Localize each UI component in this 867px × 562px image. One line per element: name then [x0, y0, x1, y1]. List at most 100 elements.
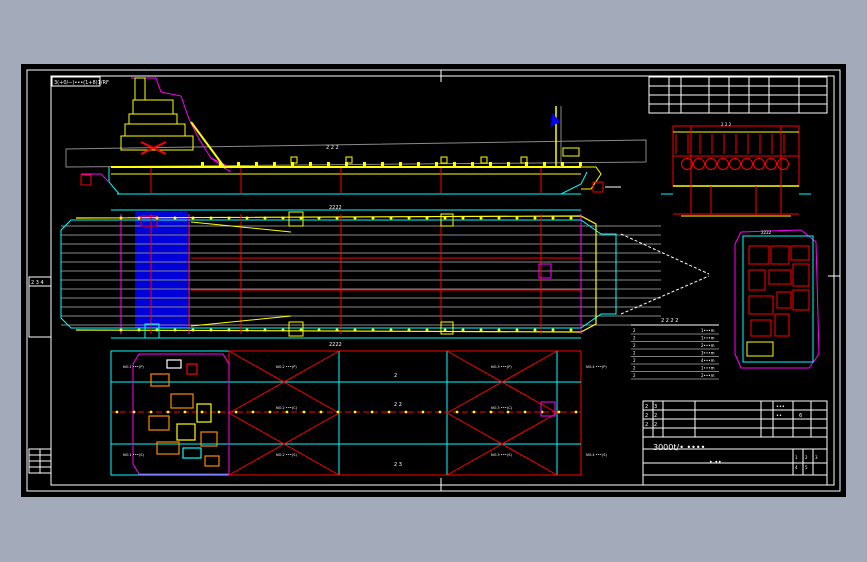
compartment-tag: NO.3 •••(P): [491, 365, 512, 369]
particulars-heading: 2 2 2 2: [661, 318, 679, 324]
compartment-tag: NO.3 •••(C): [491, 406, 513, 410]
winch-housing: [520, 156, 528, 164]
particular-value: 3•••m: [701, 351, 715, 356]
deck-fitting-dot: [173, 328, 177, 332]
hull-label-bottom: 2222: [329, 342, 342, 348]
deck-bitt: [561, 162, 564, 166]
section-tank-circle: [717, 158, 729, 170]
deck-fitting-dot: [569, 328, 573, 332]
deck-fitting-dot: [137, 216, 141, 220]
midship-section-view: 2 2 2: [661, 122, 811, 217]
general-arrangement-drawing: 2 3 4 3(+0/−)•••(1+8)1/RF: [26, 69, 841, 492]
centerline-fitting: [166, 410, 170, 414]
deck-fitting-dot: [137, 328, 141, 332]
machinery-unit: [150, 373, 170, 387]
deck-bitt: [381, 162, 384, 166]
crosssection-label: 2 2 2: [721, 122, 732, 127]
title-right-cell: 5: [805, 465, 808, 470]
deck-fitting-dot: [317, 328, 321, 332]
deck-fitting-dot: [371, 328, 375, 332]
centerline-fitting: [251, 410, 255, 414]
particular-value: 1•••m: [701, 328, 715, 333]
compartment-tag: NO.1 •••(S): [123, 453, 144, 457]
deck-fitting-dot: [461, 216, 465, 220]
particular-value: 2•••m: [701, 373, 715, 378]
machinery-unit: [196, 403, 212, 423]
deck-bitt: [363, 162, 366, 166]
cabin: [748, 245, 770, 265]
centerline-fitting: [268, 410, 272, 414]
machinery-unit: [166, 359, 182, 369]
deck-fittings: [201, 156, 582, 166]
deck-bitt: [417, 162, 420, 166]
deck-fitting-dot: [515, 328, 519, 332]
title-right-cell: 1: [795, 455, 798, 460]
winch-housing: [290, 156, 298, 164]
deck-bitt: [579, 162, 582, 166]
section-tank-circle: [765, 158, 777, 170]
winch-housing: [440, 156, 448, 164]
centerline-fitting: [370, 410, 374, 414]
centerline-fitting: [234, 410, 238, 414]
section-tank-circle: [741, 158, 753, 170]
machinery-unit: [156, 441, 180, 455]
deck-fitting-dot: [191, 216, 195, 220]
deck-fitting-dot: [227, 328, 231, 332]
accommodation-plan-view: 2222: [734, 229, 820, 369]
title-drawing-name: • ••: [709, 459, 722, 466]
cabin: [792, 263, 810, 287]
particular-label: 2: [633, 366, 636, 371]
deck-fitting-dot: [515, 216, 519, 220]
deck-fitting-dot: [281, 328, 285, 332]
deck-fitting-dot: [317, 216, 321, 220]
machinery-unit: [204, 455, 220, 467]
section-tank-circle: [729, 158, 741, 170]
deck-fitting-dot: [407, 216, 411, 220]
centerline-fitting: [455, 410, 459, 414]
drawing-sheet[interactable]: 2 3 4 3(+0/−)•••(1+8)1/RF: [21, 64, 846, 497]
deck-fitting-dot: [299, 328, 303, 332]
deck-fitting-dot: [119, 328, 123, 332]
compartment-tag: NO.1 •••(P): [123, 365, 144, 369]
cabin: [792, 289, 810, 311]
compartment-tag: NO.3 •••(S): [491, 453, 512, 457]
deck-fitting-dot: [155, 328, 159, 332]
machinery-unit: [170, 393, 194, 409]
left-margin-strip: [28, 276, 52, 474]
centerline-fitting: [557, 410, 561, 414]
machinery-unit: [182, 447, 202, 459]
centerline-fitting: [302, 410, 306, 414]
particular-label: 2: [633, 373, 636, 378]
deck-fitting-dot: [443, 216, 447, 220]
deck-bitt: [543, 162, 546, 166]
deck-fitting-dot: [389, 328, 393, 332]
section-tank-circle: [705, 158, 717, 170]
deck-fitting-dot: [335, 216, 339, 220]
particular-value: 1•••m: [701, 366, 715, 371]
deck-fitting-dot: [209, 328, 213, 332]
deck-fitting-dot: [371, 216, 375, 220]
centerline-fitting: [472, 410, 476, 414]
deck-fitting-dot: [407, 328, 411, 332]
title-right-cell: 3: [815, 455, 818, 460]
deck-bitt: [471, 162, 474, 166]
deck-bitt: [399, 162, 402, 166]
centerline-fitting: [132, 410, 136, 414]
particular-label: 2: [633, 328, 636, 333]
particular-value: 4•••m: [701, 358, 715, 363]
cabin: [774, 313, 790, 337]
deck-fitting-dot: [263, 216, 267, 220]
centerline-fitting: [217, 410, 221, 414]
compartment-tag: NO.2 •••(P): [276, 365, 297, 369]
centerline-fitting: [421, 410, 425, 414]
hull-label-top: 2222: [329, 205, 342, 211]
particular-label: 2: [633, 343, 636, 348]
centerline-fitting: [523, 410, 527, 414]
centerline-label: 2 2: [394, 402, 402, 408]
deck-fitting-dot: [497, 216, 501, 220]
deck-fitting-dot: [551, 328, 555, 332]
deck-fitting-dot: [461, 328, 465, 332]
title-cell: 3: [654, 404, 657, 410]
